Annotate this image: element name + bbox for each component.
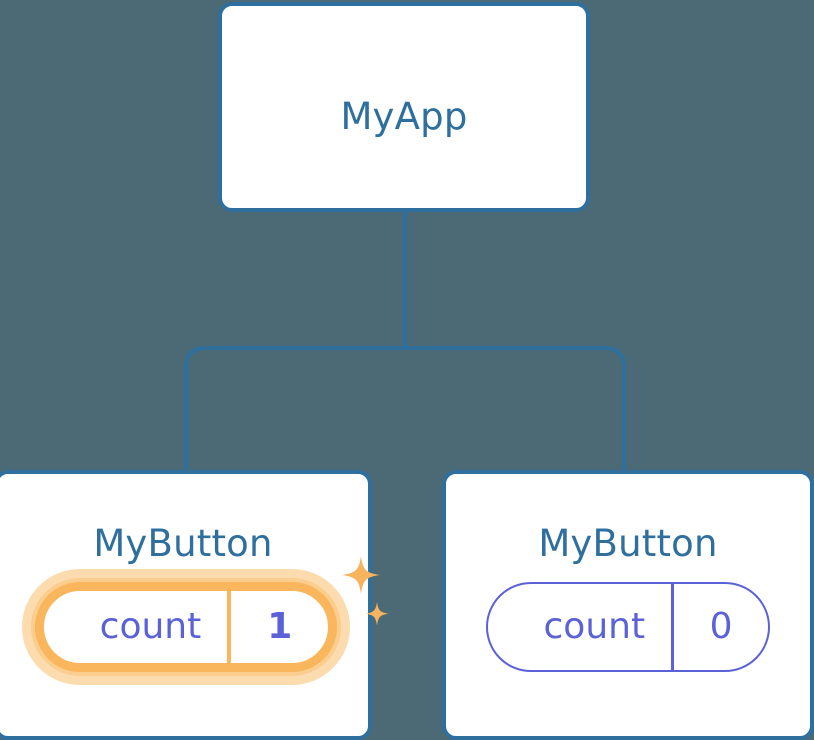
node-title: MyButton	[538, 522, 718, 565]
tree-node-child-1[interactable]: MyButton count 0	[442, 470, 814, 740]
node-title: MyButton	[93, 522, 273, 565]
state-pill-stack: count 1	[21, 556, 389, 685]
state-pill-container: count 1	[4, 556, 389, 685]
state-value-label: 1	[267, 606, 293, 647]
state-value-label: 0	[709, 606, 733, 647]
sparkle-small-icon	[365, 602, 389, 626]
sparkle-group	[342, 556, 389, 626]
state-pill-divider	[671, 584, 674, 670]
state-key-label: count	[99, 606, 202, 647]
node-title: MyApp	[340, 95, 468, 138]
state-pill-container: count 0	[446, 582, 810, 672]
state-key-label: count	[543, 606, 646, 647]
tree-node-child-0[interactable]: MyButton count 1	[0, 470, 389, 740]
connector-branch-right	[405, 346, 626, 476]
connector-branch-left	[184, 346, 405, 476]
state-pill[interactable]: count 0	[485, 582, 771, 672]
tree-node-root[interactable]: MyApp	[218, 2, 590, 212]
state-pill-divider	[227, 591, 232, 663]
sparkle-large-icon	[342, 556, 381, 594]
state-pill-highlighted[interactable]: count 1	[34, 582, 338, 672]
state-pill-stack: count 0	[485, 582, 771, 672]
